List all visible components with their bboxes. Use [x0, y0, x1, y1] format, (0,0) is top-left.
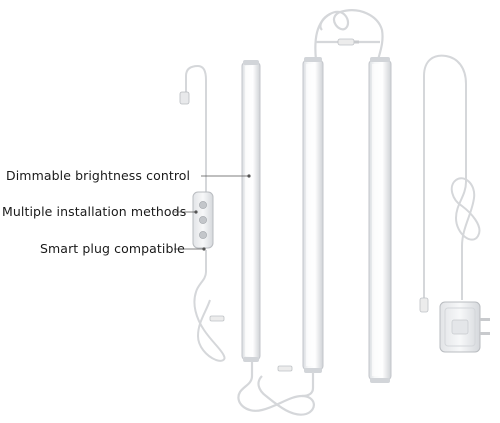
callout-installation: Multiple installation methods [2, 204, 187, 219]
dimmer-bottom-connector-icon [209, 315, 225, 322]
light-bar-left [241, 60, 261, 362]
callout-smart-plug: Smart plug compatible [40, 241, 185, 256]
bottom-cable-loop [237, 362, 315, 416]
leader-lines [173, 174, 251, 251]
bottom-connector-icon [277, 365, 293, 372]
adapter-connector-icon [419, 297, 429, 313]
top-cable-loop [314, 9, 384, 61]
top-connector-icon [337, 38, 359, 46]
adapter-cable [423, 54, 481, 302]
callout-dimmable: Dimmable brightness control [6, 168, 191, 183]
inline-dimmer-switch-icon [192, 191, 214, 249]
dimmer-end-connector-icon [179, 91, 190, 105]
dimmer-cable [185, 64, 226, 362]
light-bar-right [368, 57, 392, 383]
light-bar-middle [302, 57, 324, 373]
power-adapter-icon [439, 301, 490, 353]
